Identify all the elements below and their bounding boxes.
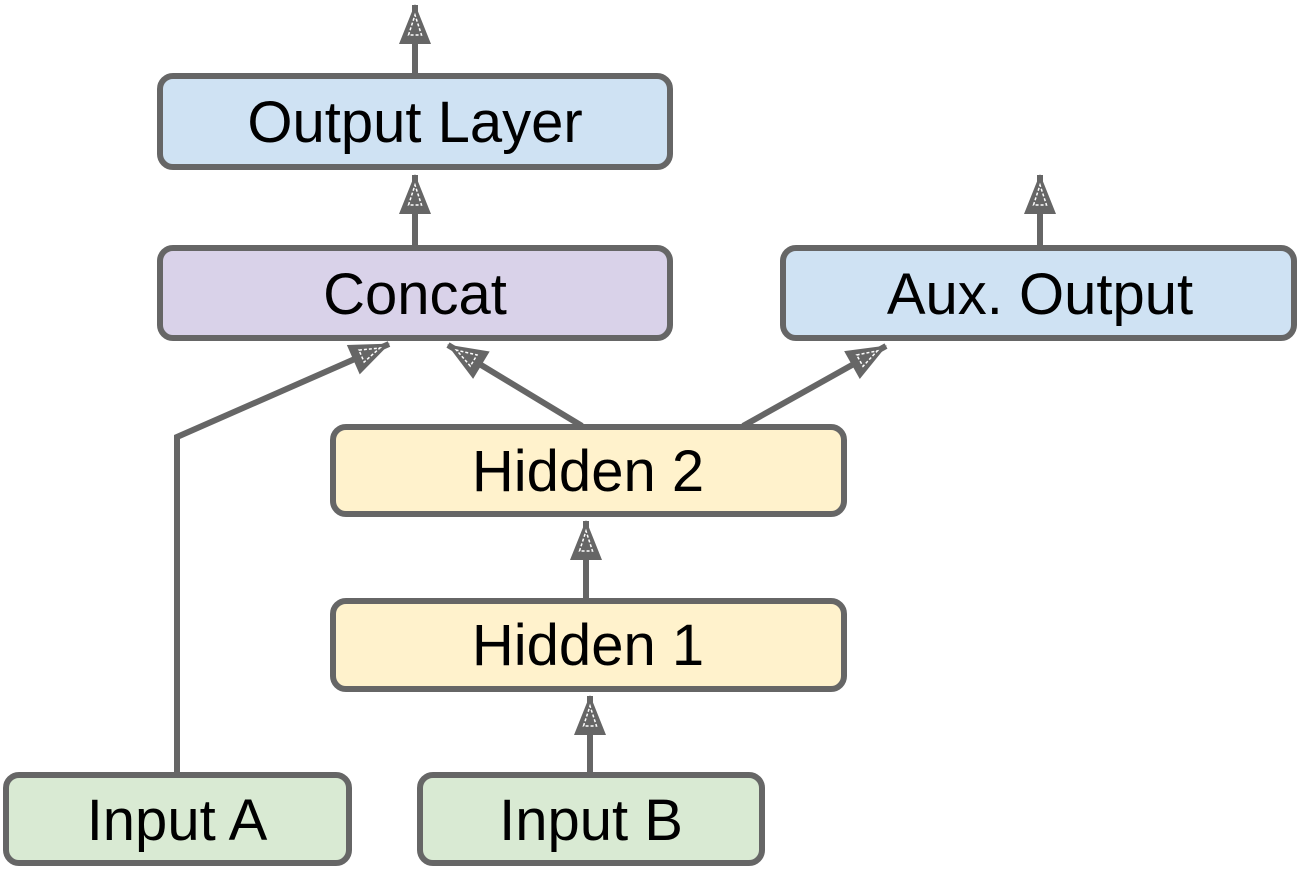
node-label-concat: Concat <box>323 262 507 327</box>
nodes <box>3 73 1297 866</box>
node-label-hidden2: Hidden 2 <box>472 439 704 504</box>
node-labels: Output Layer Concat Aux. Output Hidden 2… <box>87 90 1193 853</box>
edge-hidden2-aux-output <box>741 346 886 429</box>
edge-hidden2-concat <box>448 345 584 429</box>
edges <box>174 5 1040 775</box>
node-hidden1 <box>330 598 847 692</box>
node-label-input-a: Input A <box>87 788 268 853</box>
node-label-aux-output: Aux. Output <box>887 262 1193 327</box>
node-aux-output <box>780 245 1297 341</box>
node-label-output-layer: Output Layer <box>247 90 582 155</box>
node-output-layer <box>157 73 673 170</box>
node-hidden2 <box>330 424 847 517</box>
node-input-a <box>3 772 352 866</box>
node-input-b <box>417 772 765 866</box>
edge-input-a-concat <box>174 344 389 775</box>
node-concat <box>157 245 673 341</box>
node-label-hidden1: Hidden 1 <box>472 613 704 678</box>
node-label-input-b: Input B <box>499 788 683 853</box>
